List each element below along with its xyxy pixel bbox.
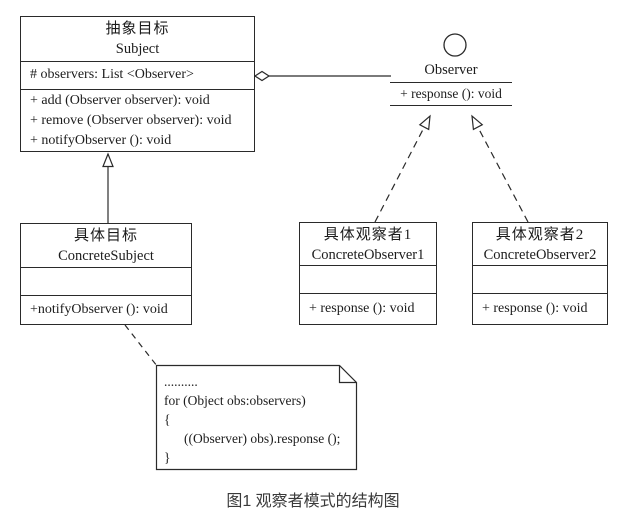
method: + add (Observer observer): void: [30, 93, 210, 108]
class-methods: +notifyObserver (): void: [21, 296, 191, 324]
note-anchor-line: [124, 324, 158, 367]
class-attributes-empty: [300, 266, 436, 294]
class-title-en: ConcreteObserver2: [483, 247, 597, 263]
interface-name: Observer: [390, 61, 512, 83]
note-fold-icon: [338, 365, 357, 384]
note-line: }: [164, 450, 171, 465]
class-box-subject: 抽象目标 Subject # observers: List <Observer…: [20, 16, 255, 152]
method: + remove (Observer observer): void: [30, 113, 232, 128]
class-title: 具体观察者2 ConcreteObserver2: [473, 223, 607, 266]
class-attributes-empty: [21, 268, 191, 296]
interface-observer: Observer + response (): void: [390, 61, 512, 106]
interface-method: + response (): void: [390, 83, 512, 106]
class-title: 抽象目标 Subject: [21, 17, 254, 62]
class-methods: + response (): void: [473, 294, 607, 323]
note-line: ..........: [164, 374, 198, 389]
class-box-concrete-observer1: 具体观察者1 ConcreteObserver1 + response (): …: [299, 222, 437, 325]
note-line: ((Observer) obs).response ();: [184, 431, 341, 446]
note-line: {: [164, 412, 171, 427]
method: + response (): void: [482, 301, 588, 316]
method: + notifyObserver (): void: [30, 133, 172, 148]
note-line: for (Object obs:observers): [164, 393, 306, 408]
class-box-concrete-observer2: 具体观察者2 ConcreteObserver2 + response (): …: [472, 222, 608, 325]
interface-circle-icon: [443, 33, 467, 57]
class-title: 具体观察者1 ConcreteObserver1: [300, 223, 436, 266]
class-title-cn: 具体观察者1: [323, 227, 413, 243]
class-title-cn: 具体目标: [73, 228, 138, 244]
class-title-cn: 抽象目标: [105, 21, 170, 37]
figure-caption: 图1 观察者模式的结构图: [226, 493, 400, 510]
aggregation-diamond-icon: [253, 70, 271, 82]
class-attributes-empty: [473, 266, 607, 294]
method: + response (): void: [309, 301, 415, 316]
uml-note: .......... for (Object obs:observers) { …: [164, 372, 352, 467]
note-shape: [155, 364, 358, 471]
realization-arrow-observer1: [374, 114, 431, 223]
class-title: 具体目标 ConcreteSubject: [21, 224, 191, 268]
attribute: # observers: List <Observer>: [30, 67, 194, 82]
class-methods: + response (): void: [300, 294, 436, 323]
realization-arrow-observer2: [471, 114, 529, 223]
class-methods: + add (Observer observer): void + remove…: [21, 90, 254, 152]
method: +notifyObserver (): void: [30, 302, 168, 317]
class-title-en: ConcreteObserver1: [311, 247, 425, 263]
class-box-concrete-subject: 具体目标 ConcreteSubject +notifyObserver ():…: [20, 223, 192, 325]
class-title-en: Subject: [115, 41, 160, 57]
class-title-cn: 具体观察者2: [495, 227, 585, 243]
class-attributes: # observers: List <Observer>: [21, 62, 254, 90]
class-title-en: ConcreteSubject: [58, 248, 154, 264]
